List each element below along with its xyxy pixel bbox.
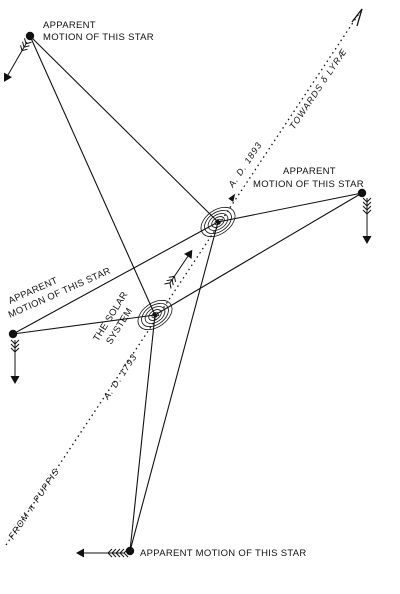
label-star-top-left-2: MOTION OF THIS STAR [43,32,154,43]
star-bottom-motion-arrow [75,548,129,558]
solar-system-1893 [200,206,236,238]
solar-direction-arrowhead [228,193,236,202]
label-star-top-left-1: APPARENT [43,20,96,31]
label-towards-delta-lyrae: TOWARDS δ LYRÆ [287,46,349,131]
label-star-right-2: MOTION OF THIS STAR [253,179,364,190]
star-bottom [125,546,135,556]
star-right [357,188,367,198]
label-star-bottom: APPARENT MOTION OF THIS STAR [140,548,307,559]
label-epoch-1793: A. D. 1793 [101,352,139,402]
solar-path-dotted-line [5,11,361,546]
star-top-left [25,31,35,41]
solar-motion-arrow [164,249,193,289]
solar-path-arrowhead [351,8,363,27]
sight-lines [12,35,363,552]
star-right-motion-arrow [362,197,372,245]
label-from-pi-puppis: FROM π PUPPIS [6,466,61,541]
star-top-left-motion-arrow [3,38,32,82]
solar-system-1793 [137,299,173,331]
star-left-motion-arrow [10,339,20,385]
star-left [8,329,18,339]
label-star-right-1: APPARENT [283,166,336,177]
